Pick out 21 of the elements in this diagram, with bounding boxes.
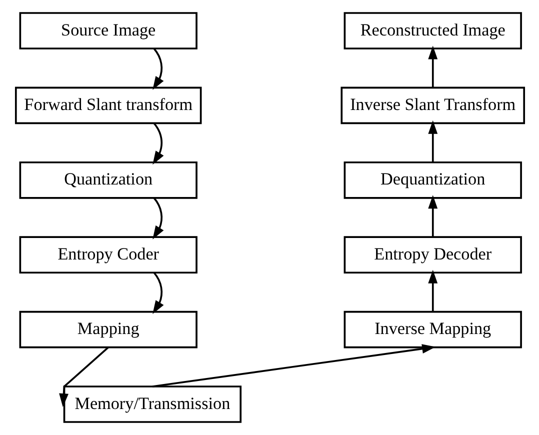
node-box: Inverse Mapping: [343, 310, 522, 348]
arrow: [428, 46, 438, 88]
node-box: Forward Slant transform: [14, 86, 202, 124]
arrow: [428, 195, 438, 238]
arrow: [152, 344, 436, 388]
arrow: [428, 270, 438, 312]
arrow: [152, 198, 164, 240]
node-box: Quantization: [18, 161, 197, 199]
node-box: Memory/Transmission: [62, 386, 242, 423]
node-box: Source Image: [18, 12, 197, 50]
node-box: Inverse Slant Transform: [340, 86, 525, 124]
node-box: Reconstructed Image: [343, 12, 522, 50]
node-box: Mapping: [18, 310, 197, 348]
arrow: [152, 48, 164, 90]
node-box: Entropy Decoder: [343, 236, 522, 274]
arrow: [428, 120, 438, 162]
node-box: Dequantization: [343, 161, 522, 199]
node-box: Entropy Coder: [18, 236, 197, 274]
arrow: [152, 122, 164, 165]
arrow: [152, 272, 164, 314]
arrow: [58, 346, 108, 408]
